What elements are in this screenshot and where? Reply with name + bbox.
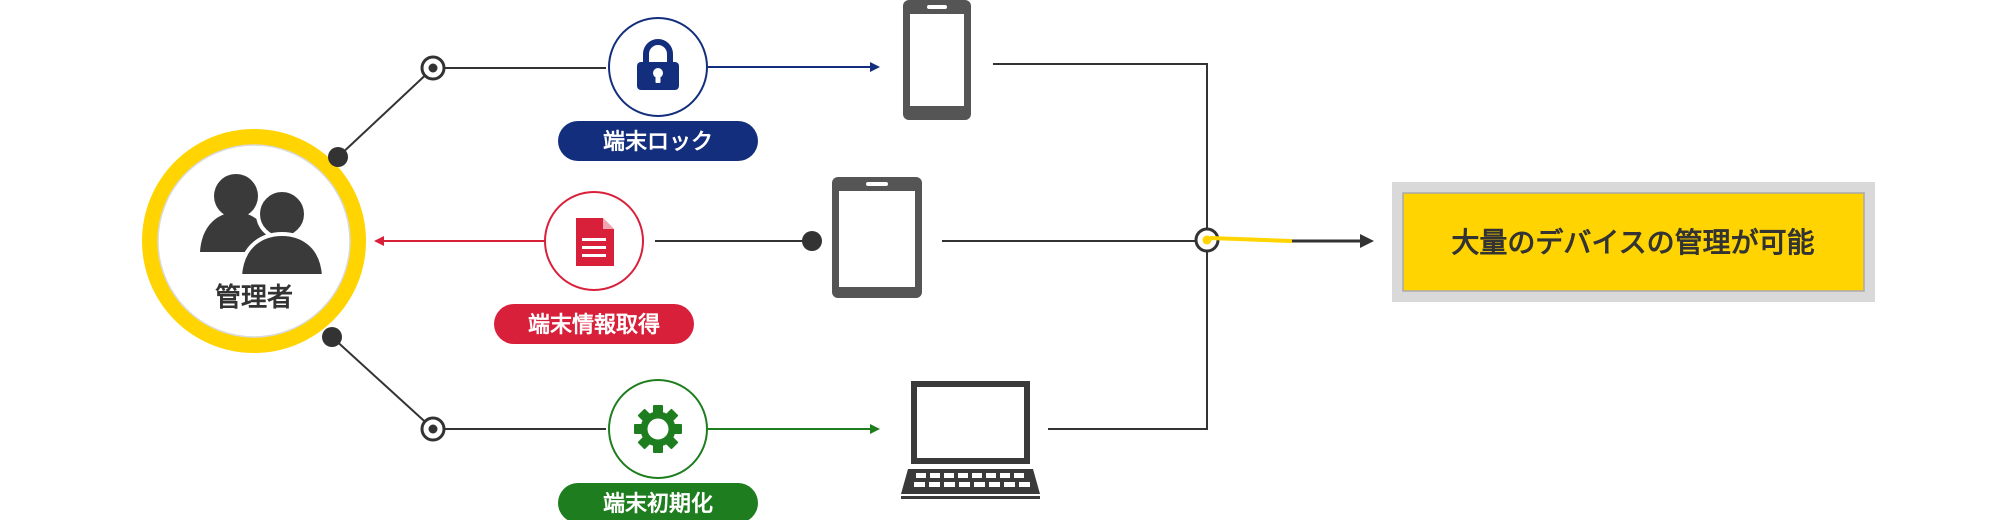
- laptop-icon: [901, 381, 1040, 499]
- smartphone-icon: [903, 0, 971, 120]
- target-node-top: [420, 55, 446, 81]
- function-init: 端末初期化: [558, 379, 880, 520]
- function-label-info: 端末情報取得: [528, 312, 660, 338]
- result-label: 大量のデバイスの管理が可能: [1451, 226, 1814, 259]
- function-info: 端末情報取得: [374, 191, 822, 344]
- users-icon: [200, 174, 327, 278]
- connector-dot-top: [328, 147, 348, 167]
- function-label-lock: 端末ロック: [603, 130, 713, 155]
- result-box: 大量のデバイスの管理が可能: [1392, 182, 1875, 302]
- function-lock: 端末ロック: [558, 17, 880, 161]
- function-label-init: 端末初期化: [603, 491, 713, 517]
- admin-node: 管理者: [142, 129, 366, 353]
- admin-label: 管理者: [215, 283, 293, 313]
- connector-dot-bottom: [322, 327, 342, 347]
- admin-connectors: [331, 67, 606, 430]
- lock-pill: [558, 121, 758, 161]
- device-bracket: [942, 63, 1208, 430]
- lock-icon: [637, 39, 679, 90]
- connector-dot-tablet: [802, 231, 822, 251]
- merge-node: [1194, 227, 1374, 253]
- document-icon: [576, 218, 614, 266]
- info-pill: [494, 304, 694, 344]
- init-pill: [558, 483, 758, 520]
- tablet-icon: [832, 177, 922, 298]
- target-node-bottom: [420, 416, 446, 442]
- gear-icon: [634, 405, 682, 453]
